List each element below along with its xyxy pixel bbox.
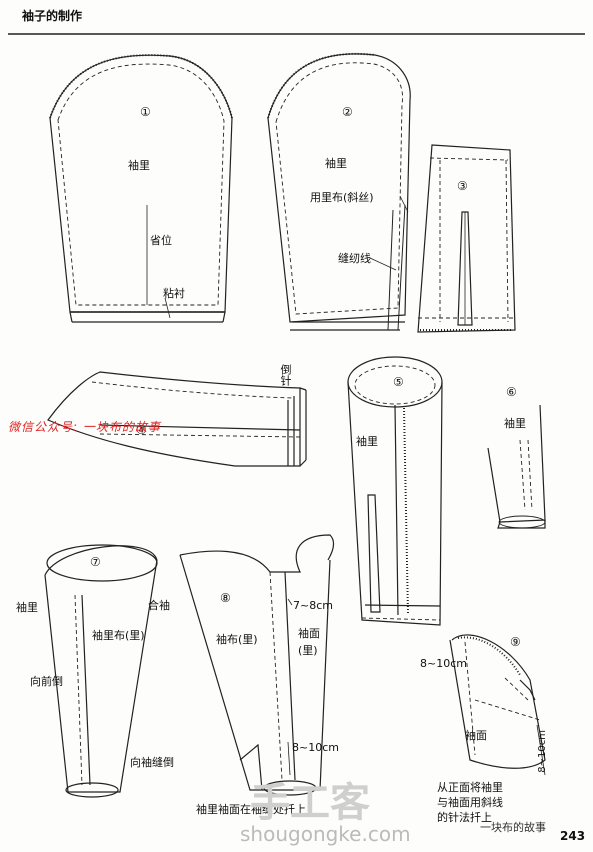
label-lining-fabric-bias: 用里布(斜丝) bbox=[310, 191, 374, 204]
label-lining-6: 袖里 bbox=[504, 417, 526, 430]
figure-3-strip bbox=[417, 144, 516, 333]
label-measure-8-10-a: 8~10cm bbox=[292, 741, 339, 754]
caption-9-line3: 的针法扦上 bbox=[437, 811, 492, 824]
figure-number-2: ② bbox=[342, 105, 353, 119]
page-title: 袖子的制作 bbox=[22, 9, 83, 23]
caption-9-line1: 从正面将袖里 bbox=[437, 781, 503, 794]
caption-9-line2: 与袖面用斜线 bbox=[437, 796, 503, 809]
label-toward-seam: 向袖缝倒 bbox=[130, 756, 174, 769]
figure-1-sleeve bbox=[49, 54, 233, 323]
label-sleeve-face-9: 袖面 bbox=[465, 729, 487, 742]
watermark-red: 微信公众号: 一块布的故事 bbox=[8, 420, 161, 434]
figure-9-detail bbox=[449, 634, 546, 776]
watermark-site: 手工客 bbox=[250, 780, 370, 826]
figure-6-sleeve-end bbox=[487, 404, 546, 529]
label-lining-fabric-inner: 袖里布(里) bbox=[92, 629, 145, 642]
figure-2-sleeve bbox=[267, 52, 411, 331]
figure-number-7: ⑦ bbox=[90, 555, 101, 569]
figure-number-1: ① bbox=[140, 105, 151, 119]
page-number: 243 bbox=[560, 829, 586, 843]
figure-4-cuff bbox=[47, 371, 307, 467]
label-stitch-line: 缝纫线 bbox=[338, 252, 371, 265]
label-measure-7-8: 7~8cm bbox=[293, 599, 333, 612]
label-dart-position: 省位 bbox=[150, 234, 172, 247]
label-lining-2: 袖里 bbox=[325, 157, 347, 170]
watermark-url: shougongke.com bbox=[240, 822, 411, 846]
figure-number-6: ⑥ bbox=[506, 385, 517, 399]
label-interfacing: 粘衬 bbox=[163, 287, 185, 300]
figure-number-9: ⑨ bbox=[510, 635, 521, 649]
figure-number-4: ④ bbox=[136, 423, 147, 437]
figure-number-3: ③ bbox=[457, 179, 468, 193]
watermark-brand: 一块布的故事 bbox=[480, 821, 546, 834]
label-needle-side: 倒针 bbox=[279, 364, 292, 386]
figure-5-tube bbox=[347, 356, 443, 626]
label-measure-8-10-b: 8~10cm bbox=[420, 657, 467, 670]
figure-number-8: ⑧ bbox=[220, 591, 231, 605]
label-sleeve-fabric-inner: 袖布(里) bbox=[216, 633, 258, 646]
label-lining-5: 袖里 bbox=[356, 435, 378, 448]
label-measure-8-10-c: 8~10cm bbox=[537, 730, 548, 773]
label-lining-7: 袖里 bbox=[16, 601, 38, 614]
label-sleeve-face-inner: (里) bbox=[298, 644, 318, 657]
label-lining-1: 袖里 bbox=[128, 159, 150, 172]
figure-8-sleeve-facing bbox=[179, 534, 335, 796]
label-toward-front: 向前倒 bbox=[30, 675, 63, 688]
label-join-sleeve: 合袖 bbox=[148, 599, 170, 612]
caption-bottom: 袖里袖面在袖缝处扦上 bbox=[196, 803, 306, 816]
figure-7-tube bbox=[44, 544, 158, 798]
figure-number-5: ⑤ bbox=[393, 375, 404, 389]
label-sleeve-face: 袖面 bbox=[298, 627, 320, 640]
